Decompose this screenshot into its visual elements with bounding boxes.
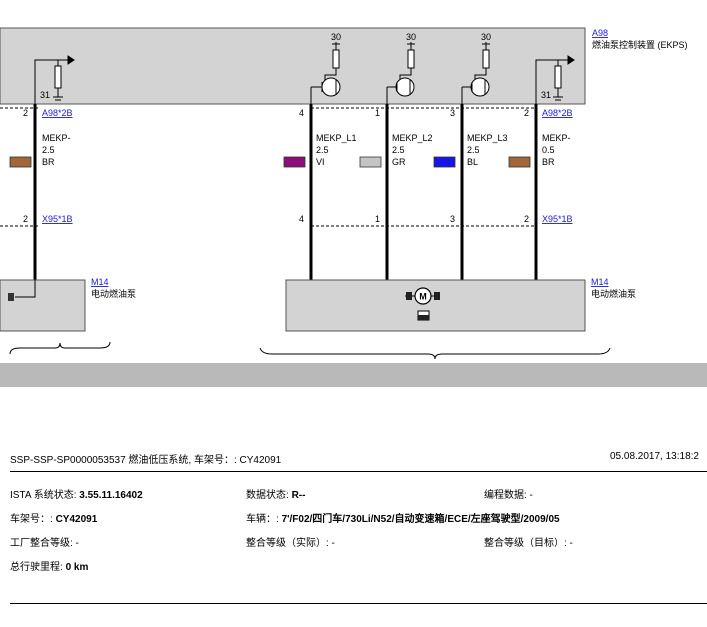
svg-text:M: M <box>419 292 427 302</box>
wire-name-3: MEKP_L3 <box>467 133 508 143</box>
wire-name-1: MEKP_L1 <box>316 133 357 143</box>
controller-internal-left <box>34 55 75 104</box>
wire-size-0: 2.5 <box>42 145 55 155</box>
supply-label-2: 30 <box>406 32 416 42</box>
ista-status-value: 3.55.11.16402 <box>79 490 143 501</box>
data-status: 数据状态: R-- <box>246 486 305 501</box>
connector-bottom-right[interactable]: X95*1B <box>542 214 573 224</box>
report-rule-top <box>10 471 707 472</box>
vehicle-label: 车辆：: <box>246 514 279 525</box>
pin-bottom-2: 1 <box>375 214 380 224</box>
pump-right-ref[interactable]: M14 <box>591 277 609 287</box>
pump-left-connection <box>15 280 36 298</box>
ista-status-label: ISTA 系统状态: <box>10 490 77 501</box>
swatch-4 <box>508 156 531 168</box>
wire-color-2: GR <box>392 157 406 167</box>
ground-label-right: 31 <box>541 90 551 100</box>
motor-icon: M <box>405 287 440 321</box>
separator-band <box>0 363 707 387</box>
mileage-label: 总行驶里程: <box>10 562 63 573</box>
connector-top-left[interactable]: A98*2B <box>42 108 73 118</box>
wire-name-0: MEKP- <box>42 133 71 143</box>
report-title: SSP-SSP-SP0000053537 燃油低压系统, 车架号：: CY420… <box>10 455 282 466</box>
swatch-1 <box>283 156 306 168</box>
controller-internal-right <box>535 55 575 104</box>
wire-color-0: BR <box>42 157 55 167</box>
mileage-value: 0 km <box>65 562 89 573</box>
pump-left-name: 电动燃油泵 <box>91 288 136 299</box>
controller-box <box>0 27 586 105</box>
programming-data: 编程数据: - <box>484 490 533 501</box>
pin-top-2: 1 <box>375 108 380 118</box>
data-status-value: R-- <box>291 490 306 501</box>
pin-top-3: 3 <box>450 108 455 118</box>
pin-top-0: 2 <box>23 108 28 118</box>
supply-label-3: 30 <box>481 32 491 42</box>
wire-size-1: 2.5 <box>316 145 329 155</box>
actual-level: 整合等级（实际）: - <box>246 538 335 549</box>
pin-bottom-1: 4 <box>299 214 304 224</box>
wire-name-4: MEKP- <box>542 133 571 143</box>
vehicle: 车辆：: 7'/F02/四门车/730Li/N52/自动变速箱/ECE/左座驾驶… <box>246 510 560 525</box>
brace-right <box>259 347 611 360</box>
wire-size-3: 2.5 <box>467 145 480 155</box>
pin-numbers: 2 2 4 4 1 1 3 3 2 2 <box>23 108 529 224</box>
pump-left-ref[interactable]: M14 <box>91 277 109 287</box>
connector-top-right[interactable]: A98*2B <box>542 108 573 118</box>
wire-color-4: BR <box>542 157 555 167</box>
pin-bottom-4: 2 <box>524 214 529 224</box>
swatch-2 <box>359 156 382 168</box>
vin: 车架号：: CY42091 <box>10 510 97 525</box>
swatch-3 <box>433 156 456 168</box>
controller-name: 燃油泵控制装置 (EKPS) <box>592 39 688 50</box>
ista-status: ISTA 系统状态: 3.55.11.16402 <box>10 486 143 501</box>
supply-label-1: 30 <box>331 32 341 42</box>
color-swatches <box>9 156 531 168</box>
wire-name-2: MEKP_L2 <box>392 133 433 143</box>
report-timestamp: 05.08.2017, 13:18:2 <box>610 451 699 462</box>
ground-label-left: 31 <box>40 90 50 100</box>
vehicle-value: 7'/F02/四门车/730Li/N52/自动变速箱/ECE/左座驾驶型/200… <box>281 514 560 525</box>
driver-stage-2 <box>386 42 415 104</box>
vin-value: CY42091 <box>55 514 98 525</box>
pin-bottom-3: 3 <box>450 214 455 224</box>
driver-stage-3 <box>461 42 490 104</box>
pump-left-terminal <box>8 293 14 301</box>
target-level: 整合等级（目标）: - <box>484 538 573 549</box>
brace-left <box>9 341 111 355</box>
connector-bottom-left[interactable]: X95*1B <box>42 214 73 224</box>
wiring-diagram: 31 31 30 30 <box>0 27 688 360</box>
pin-top-4: 2 <box>524 108 529 118</box>
wire-color-3: BL <box>467 157 478 167</box>
wire-bundle <box>33 104 538 280</box>
pin-top-1: 4 <box>299 108 304 118</box>
wire-size-2: 2.5 <box>392 145 405 155</box>
pump-left-box <box>0 279 86 332</box>
mileage: 总行驶里程: 0 km <box>10 558 88 573</box>
controller-ref[interactable]: A98 <box>592 28 608 38</box>
wire-labels: MEKP- 2.5 BR MEKP_L1 2.5 VI MEKP_L2 2.5 … <box>42 133 571 167</box>
pump-right-box <box>285 279 586 332</box>
factory-level: 工厂整合等级: - <box>10 538 79 549</box>
wire-color-1: VI <box>316 157 325 167</box>
swatch-0 <box>9 156 32 168</box>
report-rule-bottom <box>10 603 707 604</box>
wire-size-4: 0.5 <box>542 145 555 155</box>
pin-bottom-0: 2 <box>23 214 28 224</box>
vin-label: 车架号：: <box>10 514 53 525</box>
driver-stage-1 <box>310 42 341 104</box>
data-status-label: 数据状态: <box>246 490 289 501</box>
pump-right-name: 电动燃油泵 <box>591 288 636 299</box>
